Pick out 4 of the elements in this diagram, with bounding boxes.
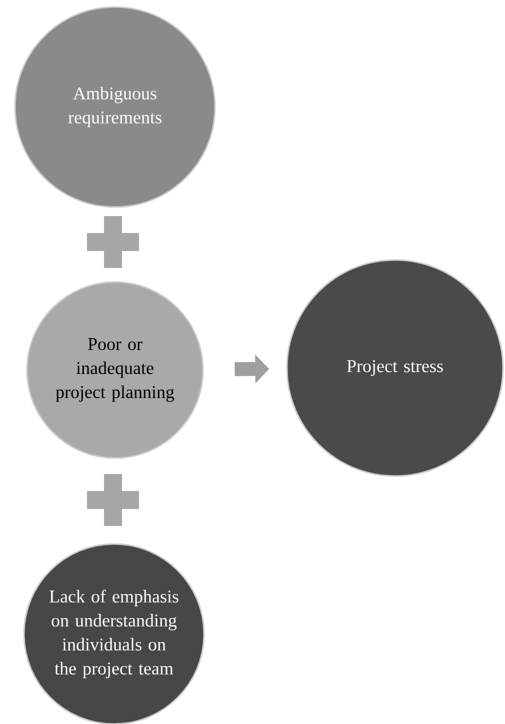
circle-node: Ambiguous requirements [14,6,216,208]
circle-node: Project stress [286,259,504,477]
circle-node: Poor or inadequate project planning [26,281,204,459]
circle-node: Lack of emphasis on understanding individuals on the project team [23,543,205,724]
